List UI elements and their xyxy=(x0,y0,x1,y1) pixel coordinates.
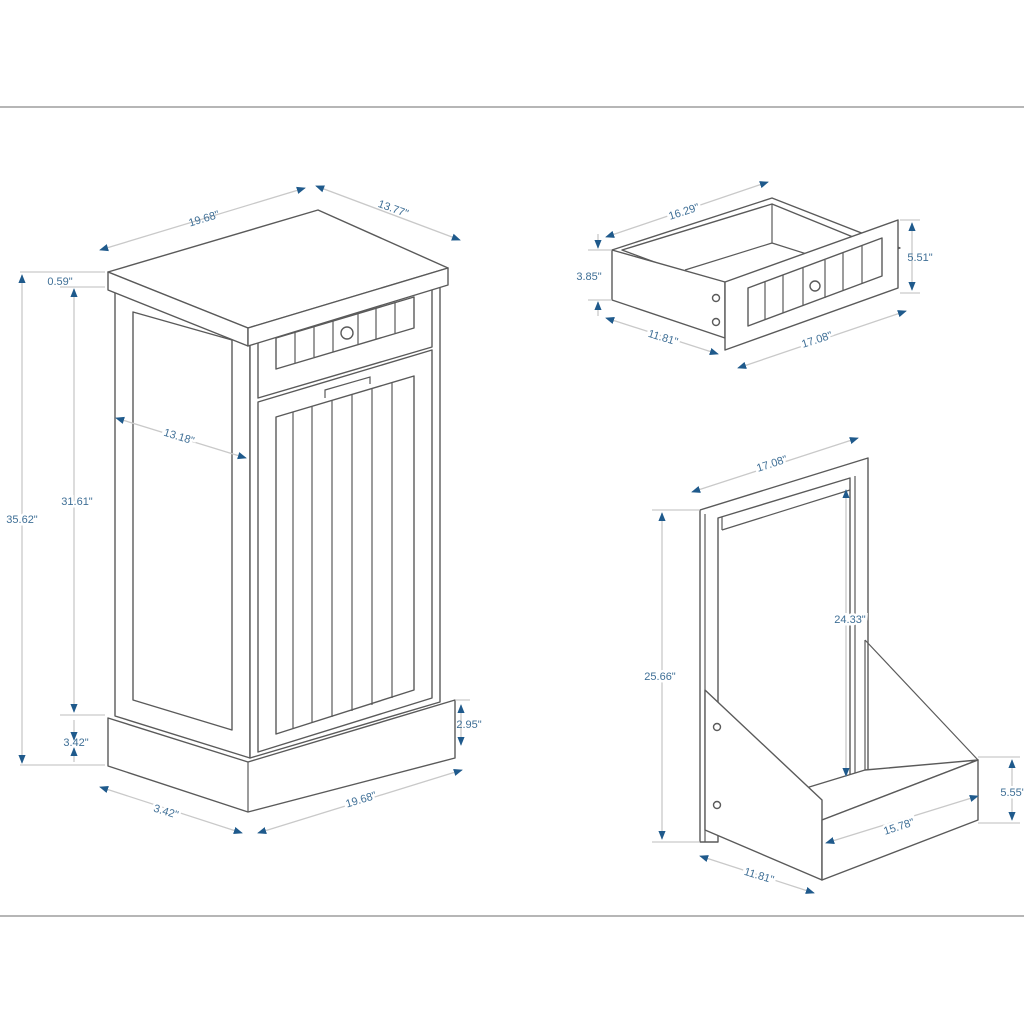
label-drawer-depth: 11.81" xyxy=(646,328,679,348)
label-total-height: 35.62" xyxy=(6,514,38,526)
label-base-height-left: 3.42" xyxy=(63,737,88,749)
label-bin-depth: 11.81" xyxy=(742,866,775,886)
label-bin-height: 5.55" xyxy=(1000,787,1024,799)
label-frame-total-height: 25.66" xyxy=(644,671,676,683)
label-base-width: 19.68" xyxy=(344,790,378,811)
label-drawer-side-height: 3.85" xyxy=(576,271,601,283)
label-top-depth: 13.77" xyxy=(376,198,410,220)
label-base-depth: 3.42" xyxy=(152,803,180,822)
label-body-height: 31.61" xyxy=(61,496,93,508)
cabinet-drawing xyxy=(107,209,456,813)
tilt-frame-drawing xyxy=(699,457,979,881)
drawer-knob-icon xyxy=(809,280,821,292)
label-drawer-back-width: 16.29" xyxy=(667,202,701,223)
drawer-knob-icon xyxy=(340,326,354,340)
label-base-height-right: 2.95" xyxy=(456,719,481,731)
label-frame-top-width: 17.08" xyxy=(755,454,789,475)
label-top-thickness: 0.59" xyxy=(47,276,72,288)
label-drawer-front-width: 17.08" xyxy=(800,330,834,351)
label-frame-inner-height: 24.33" xyxy=(834,614,866,626)
label-drawer-front-height: 5.51" xyxy=(907,252,932,264)
label-top-width: 19.68" xyxy=(187,209,221,230)
